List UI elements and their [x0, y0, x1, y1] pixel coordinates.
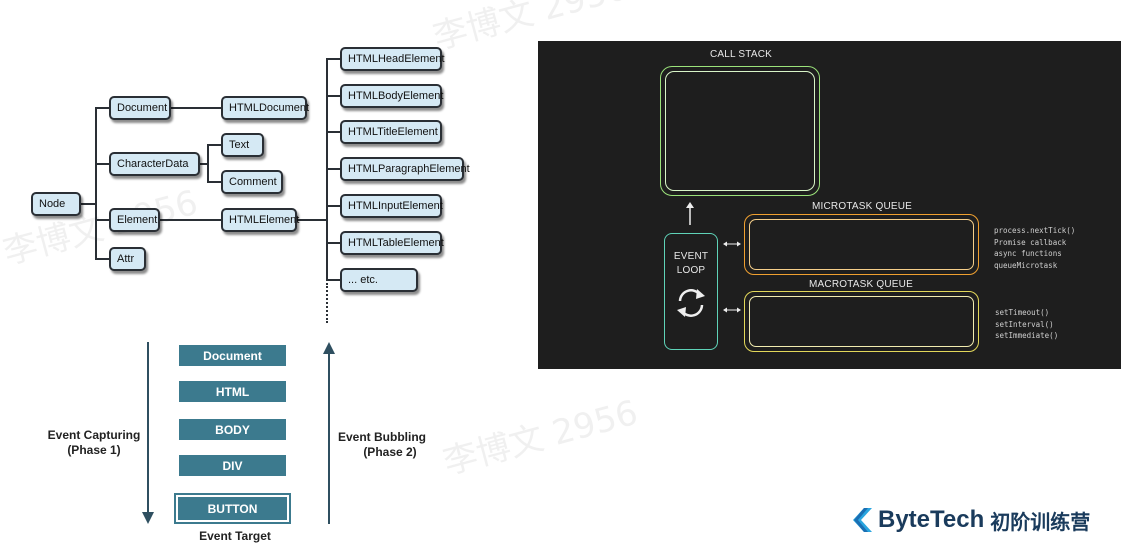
double-arrow-icon [723, 241, 741, 247]
tree-node-attr: Attr [109, 247, 146, 271]
up-arrow-icon [686, 202, 694, 225]
event-node-div: DIV [179, 455, 286, 476]
tree-node-characterdata: CharacterData [109, 152, 200, 176]
tree-ellipsis-line [326, 283, 328, 323]
event-loop-label-line2: LOOP [676, 265, 706, 276]
microtask-queue-box [744, 214, 979, 275]
macrotask-queue-box-inner [749, 296, 974, 347]
bubbling-label: Event Bubbling [338, 430, 426, 444]
macrotask-item: setImmediate() [995, 331, 1059, 340]
macrotask-queue-label: MACROTASK QUEUE [809, 279, 913, 290]
microtask-queue-box-inner [749, 219, 974, 270]
microtask-item: async functions [994, 249, 1062, 258]
tree-node-htmlelement: HTMLElement [221, 208, 299, 232]
macrotask-queue-box [744, 291, 979, 352]
tree-node-htmltableelement: HTMLTableElement [340, 231, 444, 255]
bubbling-phase: (Phase 2) [363, 445, 417, 459]
bytetech-logo: ByteTech 初阶训练营 [852, 504, 1090, 536]
event-target-frame [174, 493, 291, 524]
tree-node-element: Element [109, 208, 160, 232]
watermark: 李博文 2956 [439, 392, 643, 483]
tree-node-comment: Comment [221, 170, 283, 194]
event-loop-box [664, 233, 718, 350]
tree-node-htmlbodyelement: HTMLBodyElement [340, 84, 443, 108]
tree-node-root: Node [31, 192, 81, 216]
microtask-item: process.nextTick() [994, 226, 1076, 235]
bubbling-arrow [323, 342, 335, 524]
tree-node-text: Text [221, 133, 264, 157]
capturing-arrow [142, 342, 154, 524]
capturing-phase: (Phase 1) [67, 443, 121, 457]
capturing-label: Event Capturing [47, 428, 141, 442]
event-node-document: Document [179, 345, 286, 366]
event-node-html: HTML [179, 381, 286, 402]
microtask-item: queueMicrotask [994, 260, 1058, 270]
macrotask-item: setInterval() [995, 319, 1054, 329]
call-stack-label: CALL STACK [710, 49, 773, 60]
tree-node-htmlinputelement: HTMLInputElement [340, 194, 443, 218]
bytetech-logo-icon [853, 508, 872, 532]
brand-name: ByteTech [878, 506, 985, 533]
call-stack-box [660, 66, 820, 196]
event-node-body: BODY [179, 419, 286, 440]
macrotask-item: setTimeout() [995, 308, 1050, 317]
tree-node-htmlparagraphelement: HTMLParagraphElement [340, 157, 470, 181]
event-loop-panel: CALL STACK MICROTASK QUEUE MACROTASK QUE… [538, 41, 1121, 369]
event-loop-label-line1: EVENT [673, 251, 709, 262]
cycle-icon [677, 289, 705, 317]
microtask-item: Promise callback [994, 237, 1067, 247]
tree-node-htmlheadelement: HTMLHeadElement [340, 47, 445, 71]
tree-node-htmltitleelement: HTMLTitleElement [340, 120, 442, 144]
tree-node-document: Document [109, 96, 171, 120]
event-node-button: BUTTON [178, 497, 287, 520]
brand-subtitle: 初阶训练营 [990, 509, 1091, 534]
call-stack-box-inner [665, 71, 815, 191]
tree-node-htmldocument: HTMLDocument [221, 96, 309, 120]
event-target-label: Event Target [199, 529, 271, 543]
microtask-queue-label: MICROTASK QUEUE [812, 201, 913, 212]
double-arrow-icon [723, 307, 741, 313]
tree-node-etc: ... etc. [340, 268, 418, 292]
